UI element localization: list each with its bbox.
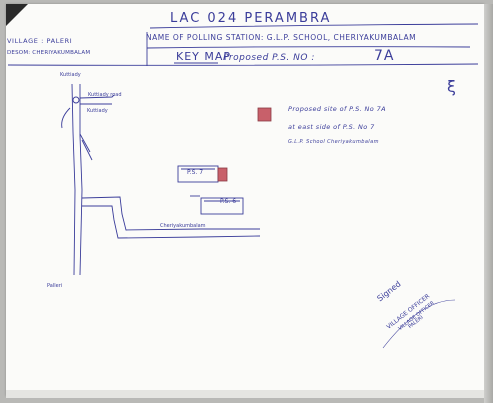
road-curve-west [61, 107, 71, 129]
road-main-right [79, 84, 83, 276]
proposed-ps-number: 7A [374, 48, 395, 64]
desom-label: DESOM: CHERIYAKUMBALAM [7, 50, 91, 56]
road-diagonal-lower [81, 139, 93, 161]
polling-station-name: NAME OF POLLING STATION: G.L.P. SCHOOL, … [146, 33, 417, 42]
map-label-ps-existing: P.S. 7 [187, 169, 204, 176]
header-line-2 [146, 46, 471, 49]
road-a-line [79, 94, 115, 99]
key-map-label: KEY MAP [176, 50, 232, 63]
header-line-3 [7, 63, 479, 66]
note-line-3: G.L.P. School Cheriyakumbalam [288, 139, 379, 145]
note-line-1: Proposed site of P.S. No 7A [288, 105, 387, 113]
ps6-building [200, 197, 244, 215]
page-right-edge [484, 4, 493, 403]
proposed-ps-label: Proposed P.S. NO : [223, 53, 315, 63]
map-label-top: Kuttiady [60, 72, 81, 78]
legend-proposed-site-marker [257, 107, 272, 122]
map-label-lower-road: Cheriyakumbalam [160, 223, 206, 229]
map-label-bottom: Palleri [47, 283, 63, 289]
branch-road-top [81, 196, 260, 231]
page-bottom-edge [6, 390, 484, 398]
lac-title: LAC 024 PERAMBRA [170, 11, 332, 26]
page-corner [6, 4, 28, 26]
note-line-2: at east side of P.S. No 7 [288, 123, 375, 131]
road-diagonal-upper [79, 133, 91, 153]
map-label-road-a: Kuttiady road [88, 92, 122, 98]
north-arrow-icon: ξ [447, 77, 456, 96]
stamp-arc [382, 299, 456, 349]
map-label-ps-lower: P.S. 6 [220, 198, 237, 205]
document-sheet [6, 4, 484, 396]
map-label-road-b: Kuttiady [87, 108, 108, 114]
road-main-left [71, 83, 76, 276]
header-line-1 [149, 23, 479, 29]
proposed-site-marker [217, 167, 228, 182]
junction-circle [72, 96, 80, 104]
village-label: VILLAGE : PALERI [7, 37, 73, 45]
branch-road-bottom [82, 205, 261, 239]
